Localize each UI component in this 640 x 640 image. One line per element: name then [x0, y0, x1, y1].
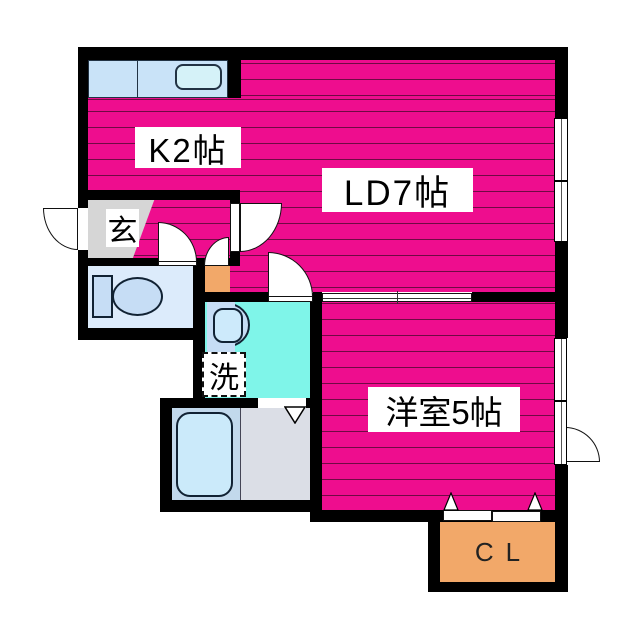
wall-hall-upper [230, 190, 240, 203]
wall-closet-left [428, 510, 440, 592]
entrance-door-swing-icon [43, 208, 78, 250]
wall-divider-mid [313, 292, 322, 302]
kitchen-label: K2帖 [135, 127, 241, 169]
closet-door-icon-right [527, 492, 543, 511]
wall-toilet-bottom [78, 328, 205, 340]
wall-washroom-top [193, 292, 268, 302]
wall-divider-right [472, 292, 555, 302]
living-window-divider [555, 180, 567, 182]
closet-door-icon-left [443, 492, 459, 511]
living-window [554, 118, 568, 242]
wall-closet-bottom [428, 582, 568, 592]
wall-right-upper [555, 47, 568, 118]
wall-entrance-top [78, 190, 240, 200]
western-room-door-swing-icon [565, 427, 600, 462]
wall-kitchen-pillar [228, 47, 241, 98]
closet-floor [440, 522, 555, 582]
wall-bath-bottom [160, 500, 313, 512]
living-dining-label-text: LD7帖 [343, 173, 452, 213]
wall-hall-lower [230, 252, 240, 266]
toilet-bowl [112, 277, 163, 316]
closet-label: CL [440, 522, 555, 582]
laundry-space: 洗 [202, 352, 246, 397]
bathroom-door-icon [284, 406, 306, 424]
hall-door-leaf [230, 203, 240, 252]
wall-bath-left [160, 398, 172, 512]
wall-right-middle [555, 242, 568, 338]
wall-entrance-bottom [78, 258, 230, 266]
bathtub [176, 412, 233, 497]
living-dining-label: LD7帖 [322, 168, 473, 213]
western-room-label-text: 洋室5帖 [385, 393, 503, 431]
entrance-doorway [78, 208, 88, 250]
laundry-label-text: 洗 [209, 361, 239, 395]
sliding-door [322, 291, 472, 304]
kitchen-sink [175, 64, 222, 90]
entrance-label-text: 玄 [107, 215, 138, 248]
hall-floor-patch [230, 266, 240, 292]
western-room-label: 洋室5帖 [368, 387, 520, 432]
wall-western-left [310, 302, 322, 510]
closet-door-panel-left [443, 510, 492, 521]
wash-basin-bowl [213, 308, 243, 343]
bathroom-doorway [258, 398, 306, 408]
wall-top [78, 47, 568, 60]
closet-door-panel-right [492, 511, 541, 522]
sliding-door-tick [397, 291, 398, 304]
kitchen-label-text: K2帖 [148, 131, 228, 169]
wall-bath-top [160, 398, 313, 408]
closet-label-text: CL [474, 536, 533, 567]
bathroom-floor [240, 408, 310, 500]
counter-divider [137, 61, 138, 97]
western-window-divider [555, 400, 566, 402]
wall-right-lower [555, 465, 568, 592]
entrance-label: 玄 [106, 209, 139, 248]
western-window [554, 338, 567, 465]
toilet-tank [92, 275, 113, 318]
shoe-cabinet [204, 266, 230, 292]
